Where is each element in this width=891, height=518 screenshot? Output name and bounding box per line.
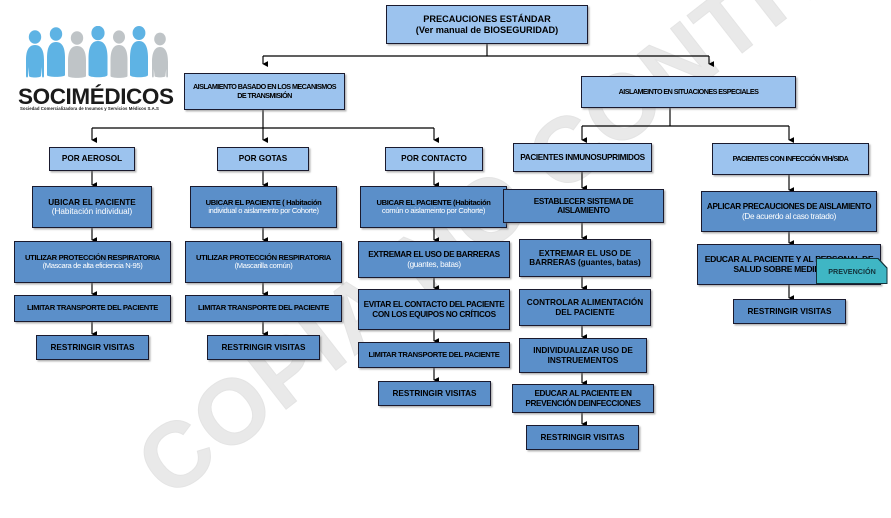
node-branch-right[interactable]: AISLAMEINTO EN SITUACIONES ESPECIALES: [581, 76, 796, 108]
node-header-gotas-label: POR GOTAS: [238, 154, 288, 164]
node-inmuno-step-2[interactable]: EXTREMAR EL USO DE BARRERAS (guantes, ba…: [519, 239, 651, 277]
node-gotas-step-1[interactable]: UBICAR EL PACIENTE ( Habitación individu…: [190, 186, 337, 228]
node-root-line2: (Ver manual de BIOSEGURIDAD): [415, 24, 559, 35]
node-header-vih-label: PACIENTES CON INFECCIÓN VIH/SIDA: [732, 153, 849, 163]
node-gotas-step-4-line1: RESTRINGIR VISITAS: [221, 342, 306, 352]
node-contacto-step-2[interactable]: EXTREMAR EL USO DE BARRERAS (guantes, ba…: [358, 241, 510, 278]
node-vih-step-2-line2: SALUD SOBRE MEDIDAS DE: [733, 263, 845, 274]
node-contacto-step-4-line1: LIMITAR TRANSPORTE DEL PACIENTE: [368, 349, 500, 359]
node-inmuno-step-4[interactable]: INDIVIDUALIZAR USO DE INSTRUEMENTOS: [519, 338, 647, 373]
node-header-inmunosuprimidos-label: PACIENTES INMUNOSUPRIMIDOS: [520, 152, 645, 162]
node-vih-step-1-line2: (De acuerdo al caso tratado): [742, 211, 836, 221]
node-contacto-step-3-line1: EVITAR EL CONTACTO DEL PACIENTE: [363, 300, 505, 310]
node-gotas-step-3[interactable]: LIMITAR TRANSPORTE DEL PACIENTE: [185, 295, 342, 322]
node-aerosol-step-1-line2: (Habitación individual): [51, 207, 133, 216]
logo-wordmark: SOCIMÉDICOS: [18, 84, 174, 109]
node-vih-step-1[interactable]: APLICAR PRECAUCIONES DE AISLAMIENTO (De …: [701, 191, 877, 232]
node-contacto-step-3[interactable]: EVITAR EL CONTACTO DEL PACIENTE CON LOS …: [358, 289, 510, 330]
node-vih-step-3[interactable]: RESTRINGIR VISITAS: [733, 299, 846, 324]
node-inmuno-step-4-line2: INSTRUEMENTOS: [547, 355, 619, 365]
node-aerosol-step-1[interactable]: UBICAR EL PACIENTE (Habitación individua…: [32, 186, 152, 228]
node-header-contacto[interactable]: POR CONTACTO: [385, 147, 483, 171]
node-contacto-step-1-line2: común o aislameinto por Cohorte): [381, 206, 486, 215]
node-gotas-step-1-line1: UBICAR EL PACIENTE ( Habitación: [205, 197, 322, 207]
node-inmuno-step-3-line1: CONTROLAR ALIMENTACIÓN: [526, 298, 644, 308]
node-inmuno-step-5[interactable]: EDUCAR AL PACIENTE EN PREVENCIÓN DEINFEC…: [512, 384, 654, 413]
node-header-aerosol-label: POR AEROSOL: [61, 154, 123, 164]
node-aerosol-step-3-line1: LIMITAR TRANSPORTE DEL PACIENTE: [27, 303, 158, 313]
callout-prevencion-label: PREVENCIÓN: [828, 266, 876, 276]
node-contacto-step-1-line1: UBICAR EL PACIENTE (Habitación: [376, 197, 491, 207]
node-contacto-step-4[interactable]: LIMITAR TRANSPORTE DEL PACIENTE: [358, 342, 510, 368]
node-inmuno-step-1[interactable]: ESTABLECER SISTEMA DE AISLAMIENTO: [503, 189, 664, 223]
node-inmuno-step-6[interactable]: RESTRINGIR VISITAS: [526, 425, 639, 450]
node-aerosol-step-2[interactable]: UTILIZAR PROTECCIÓN RESPIRATORIA (Mascar…: [14, 241, 171, 283]
node-header-gotas[interactable]: POR GOTAS: [217, 147, 309, 171]
node-gotas-step-2[interactable]: UTILIZAR PROTECCIÓN RESPIRATORIA (Mascar…: [185, 241, 342, 283]
node-inmuno-step-2-line1: EXTREMAR EL USO DE: [538, 248, 632, 258]
node-aerosol-step-2-line2: (Mascara de alta eficiencia N-95): [42, 261, 143, 270]
node-aerosol-step-3[interactable]: LIMITAR TRANSPORTE DEL PACIENTE: [14, 295, 171, 322]
node-branch-right-line1: AISLAMEINTO EN SITUACIONES ESPECIALES: [618, 86, 759, 96]
logo-people-icon: [26, 25, 168, 78]
node-vih-step-1-line1: APLICAR PRECAUCIONES DE AISLAMIENTO: [706, 202, 872, 212]
logo-tagline: Sociedad Comercializadora de Insumos y S…: [20, 106, 159, 111]
node-contacto-step-1[interactable]: UBICAR EL PACIENTE (Habitación común o a…: [360, 186, 507, 228]
node-inmuno-step-1-line1: ESTABLECER SISTEMA DE AISLAMIENTO: [533, 196, 634, 215]
node-gotas-step-3-line1: LIMITAR TRANSPORTE DEL PACIENTE: [198, 303, 329, 313]
node-inmuno-step-4-line1: INDIVIDUALIZAR USO DE: [533, 346, 633, 356]
node-aerosol-step-4-line1: RESTRINGIR VISITAS: [50, 342, 135, 352]
flowchart-canvas: COPIA NO CONTROLADA: [14, 0, 891, 517]
node-branch-left[interactable]: AISLAMIENTO BASADO EN LOS MECANISMOS DE …: [184, 73, 345, 110]
node-inmuno-step-5-line2: PREVENCIÓN DEINFECCIONES: [525, 398, 641, 408]
node-header-inmunosuprimidos[interactable]: PACIENTES INMUNOSUPRIMIDOS: [513, 143, 652, 172]
node-header-aerosol[interactable]: POR AEROSOL: [49, 147, 135, 171]
node-inmuno-step-3[interactable]: CONTROLAR ALIMENTACIÓN DEL PACIENTE: [519, 289, 651, 326]
node-contacto-step-5[interactable]: RESTRINGIR VISITAS: [378, 381, 491, 406]
node-root[interactable]: PRECAUCIONES ESTÁNDAR (Ver manual de BIO…: [386, 5, 588, 44]
node-inmuno-step-3-line2: DEL PACIENTE: [555, 307, 615, 317]
node-aerosol-step-2-line1: UTILIZAR PROTECCIÓN RESPIRATORIA: [25, 252, 160, 262]
node-vih-step-2-line1: EDUCAR AL PACIENTE Y AL PERSONAL DE: [704, 253, 874, 264]
node-branch-left-line2: DE TRANSMISIÓN: [237, 90, 292, 100]
node-gotas-step-1-line2: individual o aislameinto por Cohorte): [208, 206, 319, 215]
node-header-vih[interactable]: PACIENTES CON INFECCIÓN VIH/SIDA: [712, 143, 869, 175]
node-header-contacto-label: POR CONTACTO: [401, 154, 467, 164]
node-contacto-step-5-line1: RESTRINGIR VISITAS: [392, 388, 477, 398]
node-inmuno-step-6-line1: RESTRINGIR VISITAS: [540, 432, 625, 442]
node-contacto-step-3-line2: CON LOS EQUIPOS NO CRÍTICOS: [372, 309, 496, 319]
node-inmuno-step-2-line2: BARRERAS (guantes, batas): [529, 258, 641, 267]
socimedicos-logo: SOCIMÉDICOS Sociedad Comercializadora de…: [18, 25, 183, 118]
node-contacto-step-2-line2: (guantes, batas): [407, 259, 461, 269]
node-gotas-step-2-line2: (Mascarilla común): [234, 261, 293, 270]
node-vih-step-3-line1: RESTRINGIR VISITAS: [747, 306, 832, 316]
node-branch-left-line1: AISLAMIENTO BASADO EN LOS MECANISMOS: [193, 82, 337, 92]
node-inmuno-step-5-line1: EDUCAR AL PACIENTE EN: [534, 389, 632, 399]
callout-prevencion[interactable]: PREVENCIÓN: [816, 258, 888, 284]
node-aerosol-step-4[interactable]: RESTRINGIR VISITAS: [36, 335, 149, 360]
node-contacto-step-2-line1: EXTREMAR EL USO DE BARRERAS: [368, 250, 500, 260]
node-gotas-step-2-line1: UTILIZAR PROTECCIÓN RESPIRATORIA: [196, 252, 331, 262]
node-aerosol-step-1-line1: UBICAR EL PACIENTE: [48, 197, 136, 207]
node-gotas-step-4[interactable]: RESTRINGIR VISITAS: [207, 335, 320, 360]
node-root-line1: PRECAUCIONES ESTÁNDAR: [423, 14, 551, 25]
